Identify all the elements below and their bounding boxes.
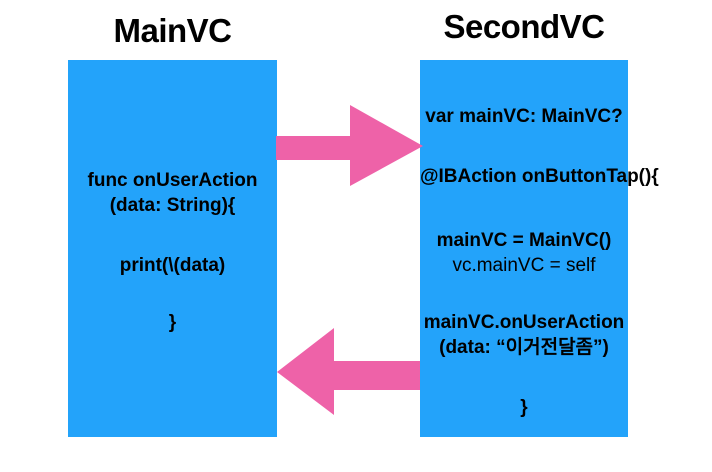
right-code-line-7: } (520, 397, 528, 418)
mainvc-title: MainVC (113, 12, 232, 49)
secondvc-box (420, 60, 628, 437)
left-code-line-2: (data: String){ (109, 195, 236, 216)
right-code-line-3: mainVC = MainVC() (436, 230, 612, 251)
arrow-left-shape (277, 328, 420, 415)
right-code-line-5: mainVC.onUserAction (423, 312, 625, 333)
right-code-line-2: @IBAction onButtonTap(){ (420, 166, 659, 187)
right-code-line-6: (data: “이거전달좀”) (439, 337, 609, 358)
left-code-line-1: func onUserAction (87, 170, 258, 191)
right-code-line-1: var mainVC: MainVC? (425, 106, 623, 127)
left-code-line-3: print(\(data) (119, 255, 226, 276)
secondvc-title: SecondVC (443, 8, 605, 45)
right-code-line-4: vc.mainVC = self (452, 255, 596, 276)
arrow-second-to-main-icon (277, 328, 420, 415)
arrow-right-shape (276, 105, 423, 186)
mainvc-box (68, 60, 277, 437)
left-code-line-4: } (168, 312, 177, 333)
arrow-main-to-second-icon (276, 105, 423, 186)
